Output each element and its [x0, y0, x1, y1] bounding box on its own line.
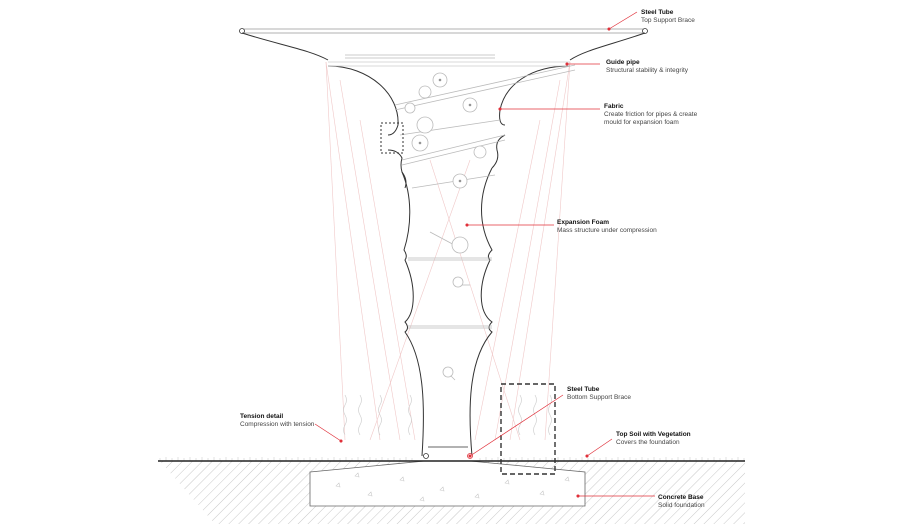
guide-pipes — [328, 54, 576, 381]
label-desc: Covers the foundation — [616, 439, 680, 446]
label-guide-pipe: Guide pipe Structural stability & integr… — [606, 59, 688, 75]
label-desc: Solid foundation — [658, 502, 705, 509]
bottom-steel-tube-left — [423, 453, 429, 459]
label-desc-2: mould for expansion foam — [604, 119, 679, 126]
concrete-base-shape — [309, 460, 586, 507]
column-outline — [241, 32, 646, 457]
label-desc: Structural stability & integrity — [606, 67, 689, 74]
label-desc: Create friction for pipes & create — [604, 111, 698, 118]
label-title: Fabric — [604, 103, 624, 110]
label-top-soil: Top Soil with Vegetation Covers the foun… — [616, 431, 691, 447]
label-title: Expansion Foam — [557, 219, 610, 226]
tension-springs — [343, 394, 552, 436]
label-title: Tension detail — [240, 413, 284, 420]
fabric-detail-box — [380, 122, 404, 154]
label-desc: Bottom Support Brace — [567, 394, 631, 401]
label-expansion-foam: Expansion Foam Mass structure under comp… — [557, 219, 657, 235]
label-steel-tube-bottom: Steel Tube Bottom Support Brace — [567, 386, 631, 402]
leader-lines — [314, 11, 655, 498]
label-fabric: Fabric Create friction for pipes & creat… — [604, 103, 697, 127]
tension-cables — [325, 61, 571, 441]
label-title: Guide pipe — [606, 59, 640, 66]
bottom-brace-detail-box — [500, 383, 556, 475]
label-desc: Mass structure under compression — [557, 227, 657, 234]
label-tension-detail: Tension detail Compression with tension — [240, 413, 314, 429]
label-concrete-base: Concrete Base Solid foundation — [658, 494, 705, 510]
vegetation-ticks — [159, 457, 745, 461]
label-title: Steel Tube — [641, 9, 674, 16]
fabric-discs — [404, 72, 487, 378]
top-steel-tube — [239, 28, 648, 34]
label-steel-tube-top: Steel Tube Top Support Brace — [641, 9, 695, 25]
label-desc: Top Support Brace — [641, 17, 695, 24]
label-title: Top Soil with Vegetation — [616, 431, 691, 438]
label-desc: Compression with tension — [240, 421, 315, 428]
label-title: Concrete Base — [658, 494, 704, 501]
label-title: Steel Tube — [567, 386, 600, 393]
